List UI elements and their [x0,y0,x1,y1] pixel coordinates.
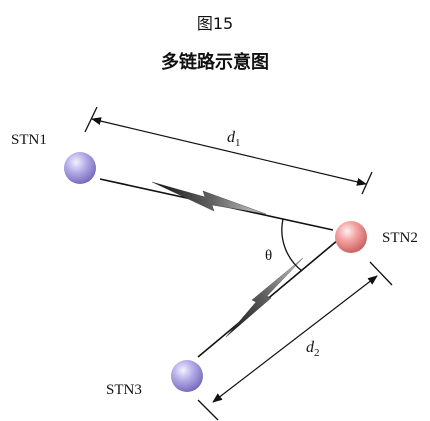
station-stn1-sphere [64,152,96,184]
station-stn3-label: STN3 [106,382,142,398]
tick-mark [369,261,393,286]
station-stn1-label: STN1 [11,132,47,148]
figure-title: 多链路示意图 [161,52,269,73]
lightning-bolt-icon [151,181,267,215]
dimension-arrow-d2 [212,275,378,403]
dimension-arrow-d1 [91,117,367,186]
angle-arc [281,218,303,272]
distance-label-d1: d1 [227,129,241,149]
figure-number: 图15 [196,14,234,33]
tick-mark [197,399,219,421]
tick-mark [361,171,373,195]
station-stn2-label: STN2 [382,230,418,246]
station-stn3-sphere [171,360,203,392]
angle-label: θ [265,248,272,264]
lightning-bolt-icon [225,257,304,338]
station-stn2-sphere [335,221,367,253]
distance-label-d2: d2 [306,339,320,359]
tick-mark [84,106,98,133]
